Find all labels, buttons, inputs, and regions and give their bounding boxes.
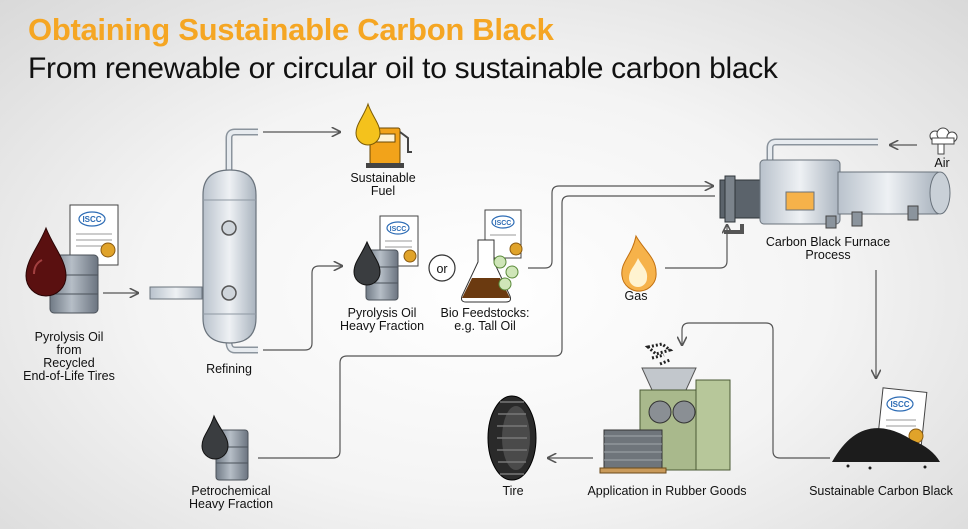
label-petrochemical: Petrochemical Heavy Fraction [188,484,274,511]
page-title: Obtaining Sustainable Carbon Black [28,12,554,47]
line-petro-to-furnace [258,195,715,459]
label-air: Air [934,156,950,170]
page-subtitle: From renewable or circular oil to sustai… [28,52,778,85]
label-bio-feedstocks: Bio Feedstocks: e.g. Tall Oil [440,306,530,333]
or-circle [428,254,456,282]
cert-text: ISCC [82,215,101,224]
arrow-refining-to-heavy [263,266,342,351]
label-furnace: Carbon Black Furnace Process [765,235,891,262]
or-label: or [436,262,447,276]
label-sustainable-carbon-black: Sustainable Carbon Black [809,484,953,498]
label-pyrolysis-oil: Pyrolysis Oil from Recycled End-of-Life … [23,330,115,383]
label-sustainable-fuel: Sustainable Fuel [350,171,416,198]
carbon-black-icon: ISCC [832,387,940,470]
label-pyrolysis-heavy: Pyrolysis Oil Heavy Fraction [339,306,425,333]
bio-feedstock-icon: ISCC [461,209,523,303]
fuel-pump-icon [355,102,412,168]
cert-text: ISCC [390,226,407,233]
cert-text: ISCC [495,220,512,227]
label-tire: Tire [502,484,524,498]
connector-lines [103,132,917,458]
cert-text: ISCC [890,400,909,409]
arrow-carbon-to-goods [682,322,830,459]
air-icon [929,127,958,155]
refining-column [149,128,258,354]
tire-icon [487,395,537,481]
pyrolysis-heavy-icon: ISCC [353,215,419,301]
pyrolysis-oil-icon: ISCC [25,204,119,314]
furnace-icon [719,138,951,234]
arrow-gas-to-furnace [665,225,727,269]
rubber-machine-icon [599,342,731,474]
gas-flame-icon [621,234,657,292]
line-bio-to-furnace [528,186,713,269]
label-rubber-goods: Application in Rubber Goods [587,484,747,498]
petrochemical-icon [201,414,249,481]
label-refining: Refining [206,362,252,376]
label-gas: Gas [624,289,648,303]
